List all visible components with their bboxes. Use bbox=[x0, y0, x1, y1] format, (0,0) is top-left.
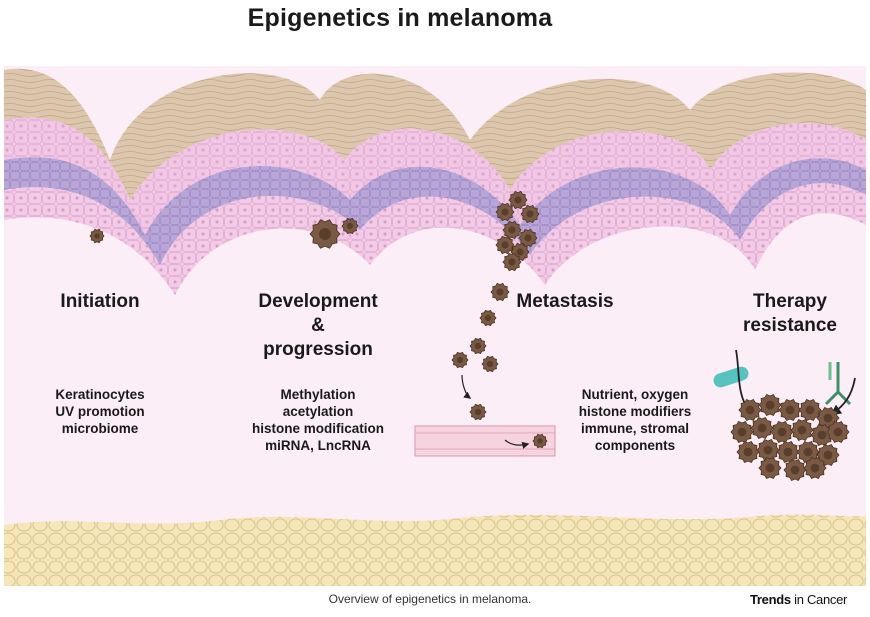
resistant-cell bbox=[736, 440, 760, 464]
resistant-cell bbox=[758, 456, 782, 480]
resistant-cell bbox=[730, 420, 754, 444]
metastasis-cell bbox=[495, 235, 515, 255]
development-tumor bbox=[309, 219, 341, 249]
melanoma-cells bbox=[89, 190, 850, 482]
resistant-cell bbox=[796, 440, 820, 464]
resistant-cell bbox=[770, 420, 794, 444]
stage-initiation-label: Initiation bbox=[60, 291, 140, 312]
stage-metastasis-label: Metastasis bbox=[516, 291, 614, 312]
label-line: resistance bbox=[742, 315, 837, 336]
migrating-cell bbox=[469, 337, 487, 355]
detail-line: Methylation bbox=[280, 387, 356, 402]
migrating-cell bbox=[451, 351, 469, 369]
detail-line: histone modifiers bbox=[578, 404, 692, 419]
detail-line: acetylation bbox=[282, 404, 354, 419]
resistant-cell bbox=[738, 398, 762, 422]
metastasis-cell bbox=[518, 228, 538, 248]
migrating-cell bbox=[479, 309, 497, 327]
detail-line: microbiome bbox=[61, 421, 139, 436]
resistant-cell bbox=[816, 443, 840, 467]
blood-vessel bbox=[414, 425, 556, 457]
migrating-cell bbox=[532, 433, 548, 449]
stage-development-details: Methylation acetylation histone modifica… bbox=[228, 386, 408, 454]
brand-bold: Trends bbox=[750, 592, 791, 607]
resistant-cell bbox=[756, 438, 780, 462]
detail-line: miRNA, LncRNA bbox=[265, 438, 371, 453]
metastasis-cell bbox=[495, 202, 515, 222]
drug-capsule-icon bbox=[713, 366, 749, 388]
detail-line: histone modification bbox=[251, 421, 384, 436]
detail-line: immune, stromal bbox=[580, 421, 690, 436]
diagram-title: Epigenetics in melanoma bbox=[247, 4, 553, 32]
resistant-cell bbox=[798, 398, 822, 422]
detail-line: Nutrient, oxygen bbox=[581, 387, 689, 402]
resistant-cell bbox=[778, 398, 802, 422]
development-cell bbox=[341, 217, 359, 235]
stage-metastasis-details: Nutrient, oxygen histone modifiers immun… bbox=[565, 386, 705, 454]
stage-therapy-label: Therapy resistance bbox=[720, 290, 860, 338]
resistant-cell bbox=[803, 456, 827, 480]
resistant-cell bbox=[826, 420, 850, 444]
label-line: & bbox=[311, 315, 325, 336]
resistant-cell bbox=[810, 423, 834, 447]
label-line: progression bbox=[263, 339, 373, 360]
metastasis-cell bbox=[520, 204, 540, 224]
antibody-icon bbox=[824, 362, 852, 406]
label-line: Development bbox=[258, 291, 378, 312]
resistant-cell bbox=[750, 416, 774, 440]
metastasis-cell bbox=[502, 220, 522, 240]
stage-initiation-details: Keratinocytes UV promotion microbiome bbox=[30, 386, 170, 437]
resistant-cell bbox=[790, 418, 814, 442]
resistant-cell bbox=[783, 458, 807, 482]
metastasis-cell bbox=[502, 252, 522, 272]
metastasis-cell bbox=[508, 190, 528, 210]
migrating-cell bbox=[490, 282, 510, 302]
detail-line: UV promotion bbox=[55, 404, 145, 419]
detail-line: components bbox=[594, 438, 676, 453]
label-line: Therapy bbox=[753, 291, 827, 312]
initiation-cell bbox=[89, 228, 105, 244]
resistant-cell bbox=[758, 393, 782, 417]
journal-logo: Trends in Cancer bbox=[750, 592, 847, 607]
figure-caption: Overview of epigenetics in melanoma. bbox=[328, 592, 532, 606]
brand-rest: in Cancer bbox=[790, 592, 848, 607]
invasion-arrow bbox=[461, 374, 472, 399]
migrating-cell bbox=[469, 403, 487, 421]
detail-line: Keratinocytes bbox=[55, 387, 145, 402]
stage-development-label: Development & progression bbox=[228, 290, 408, 362]
circulation-arrow bbox=[504, 439, 530, 449]
migrating-cell bbox=[481, 355, 499, 373]
